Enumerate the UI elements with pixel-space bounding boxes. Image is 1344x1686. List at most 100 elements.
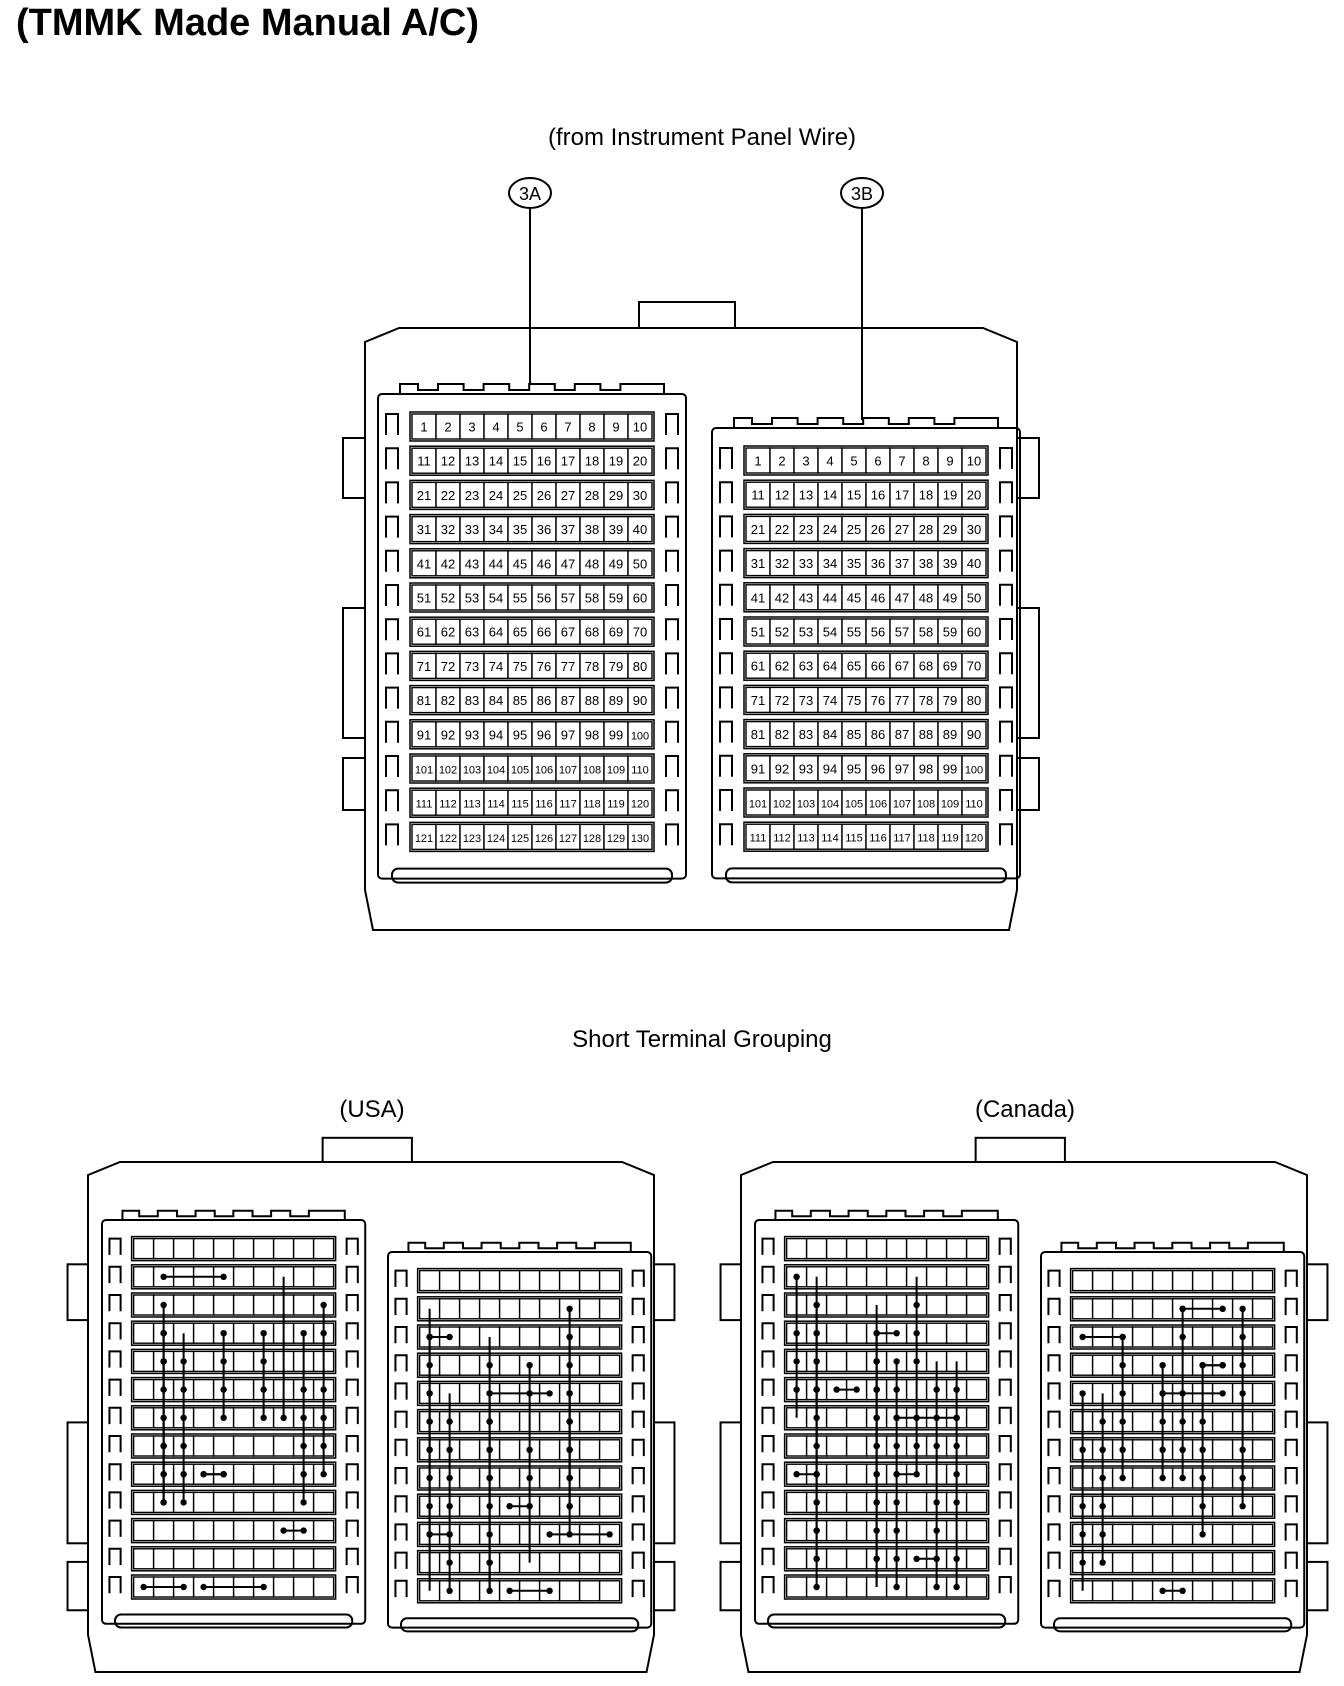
short-grouping-caption: Short Terminal Grouping — [572, 1026, 832, 1053]
terminal-cell — [889, 686, 915, 714]
row-outline — [743, 513, 989, 545]
terminal-cell — [458, 1495, 481, 1517]
terminal-cell — [965, 1519, 988, 1542]
terminal-number: 97 — [561, 727, 575, 742]
terminal-number: 81 — [417, 693, 431, 708]
short-point — [1239, 1474, 1246, 1482]
terminal-cell — [598, 1326, 621, 1348]
terminal-number: 31 — [417, 522, 431, 537]
row-outline — [409, 548, 655, 579]
terminal-cell — [627, 481, 653, 509]
terminal-cell — [961, 720, 987, 748]
terminal-cell — [817, 755, 843, 782]
terminal-cell — [252, 1237, 275, 1260]
rail-left — [394, 1297, 408, 1316]
terminal-number: 58 — [585, 591, 599, 606]
main-view-caption: (from Instrument Panel Wire) — [547, 124, 857, 151]
terminal-cell — [538, 1326, 561, 1348]
terminal-cell — [435, 550, 461, 577]
terminal-number: 37 — [561, 522, 575, 537]
row-outline — [130, 1433, 337, 1459]
terminal-cell — [745, 755, 771, 782]
terminal-cell — [825, 1435, 848, 1457]
terminal-cell — [531, 823, 557, 851]
rail-right — [345, 1547, 359, 1566]
row-outline — [130, 1489, 337, 1516]
row-outline — [130, 1546, 337, 1572]
row-outline — [416, 1408, 623, 1435]
terminal-number: 33 — [465, 522, 479, 537]
row-outline — [130, 1292, 337, 1318]
terminal-cell — [745, 515, 771, 543]
block-outline — [101, 1219, 367, 1625]
terminal-cell — [627, 584, 653, 611]
terminal-number: 124 — [487, 833, 505, 845]
short-point — [873, 1471, 880, 1478]
rail-right — [665, 789, 679, 812]
terminal-cell — [483, 447, 509, 474]
terminal-cell — [538, 1439, 561, 1461]
rail-left — [385, 686, 399, 709]
short-point — [1239, 1305, 1246, 1313]
terminal-cell — [555, 789, 581, 816]
terminal-cell — [558, 1551, 581, 1574]
row-outline — [783, 1376, 990, 1403]
terminal-number: 8 — [588, 420, 595, 435]
terminal-number: 103 — [797, 799, 815, 811]
terminal-number: 19 — [609, 454, 623, 469]
row-outline — [130, 1405, 337, 1431]
terminal-number: 62 — [441, 625, 455, 640]
terminal-number: 34 — [489, 522, 503, 537]
row-outline — [783, 1235, 990, 1262]
terminal-number: 66 — [871, 659, 885, 674]
terminal-number: 60 — [633, 591, 647, 606]
terminal-cell — [598, 1467, 621, 1489]
short-point — [813, 1471, 820, 1478]
short-point — [933, 1386, 940, 1393]
housing-outline — [87, 1161, 655, 1673]
row-outline — [416, 1324, 623, 1350]
terminal-cell — [272, 1491, 295, 1514]
terminal-cell — [937, 447, 963, 474]
terminal-cell — [745, 823, 771, 850]
terminal-cell — [1151, 1523, 1174, 1546]
terminal-number: 88 — [585, 693, 599, 708]
row-outline — [783, 1264, 990, 1290]
terminal-number: 25 — [847, 522, 861, 537]
rail-right — [665, 447, 679, 470]
terminal-number: 24 — [823, 522, 837, 537]
rail-right — [665, 652, 679, 675]
terminal-number: 96 — [871, 761, 885, 776]
terminal-cell — [1091, 1269, 1114, 1292]
terminal-cell — [232, 1350, 255, 1373]
terminal-cell — [769, 447, 795, 474]
rail-right — [631, 1269, 645, 1287]
terminal-number: 31 — [751, 556, 765, 571]
terminal-cell — [252, 1491, 275, 1514]
terminal-cell — [555, 447, 581, 474]
row-outline — [1069, 1437, 1276, 1463]
terminal-cell — [793, 618, 819, 645]
terminal-cell — [132, 1519, 155, 1542]
rail-left — [394, 1551, 408, 1569]
terminal-cell — [785, 1548, 808, 1570]
terminal-cell — [292, 1576, 315, 1598]
row-outline — [409, 684, 655, 716]
terminal-number: 39 — [609, 522, 623, 537]
short-point — [566, 1503, 573, 1510]
terminal-cell — [961, 686, 987, 714]
rail-left — [1047, 1382, 1061, 1400]
short-point — [913, 1330, 920, 1337]
terminal-cell — [785, 1237, 808, 1260]
terminal-number: 22 — [441, 488, 455, 503]
rail-left — [719, 823, 733, 846]
terminal-number: 105 — [845, 799, 863, 811]
short-point — [526, 1446, 533, 1454]
terminal-number: 56 — [871, 625, 885, 640]
terminal-cell — [1211, 1467, 1234, 1489]
terminal-cell — [889, 789, 915, 816]
terminal-cell — [531, 686, 557, 714]
terminal-number: 55 — [513, 591, 527, 606]
rail-right — [1284, 1410, 1298, 1428]
terminal-cell — [483, 755, 509, 782]
